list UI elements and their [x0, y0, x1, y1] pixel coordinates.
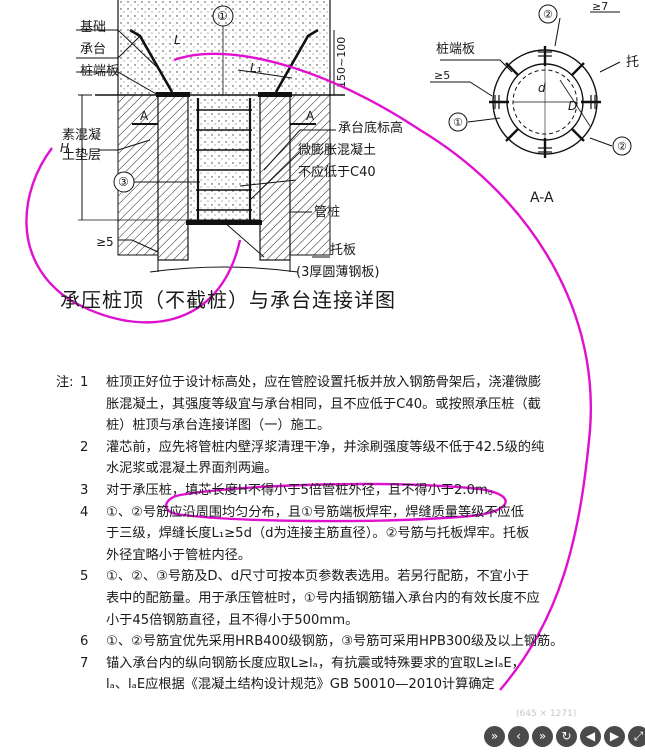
label-min-grade: 不应低于C40: [298, 164, 376, 180]
note-item: 7 锚入承台内的纵向钢筋长度应取L≥lₐ，有抗震或特殊要求的宜取L≥lₐE， l…: [80, 653, 600, 696]
label-ge7: ≥7: [592, 0, 608, 13]
section-a-a: ② ① ② ≥7 桩端板 ≥5 托 d D A-A: [430, 0, 639, 206]
note-number: 5: [80, 569, 89, 585]
note-item: 5 ①、②、③号筋及D、d尺寸可按本页参数表选用。若另行配筋，不宜小于 表中的配…: [80, 566, 600, 631]
label-circle1: ①: [217, 9, 228, 23]
note-item: 1 桩顶正好位于设计标高处，应在管腔设置托板并放入钢筋骨架后，浇灌微膨 胀混凝土…: [80, 372, 600, 437]
label-right-pile-end-plate: 桩端板: [436, 42, 475, 57]
note-line: 锚入承台内的纵向钢筋长度应取L≥lₐ，有抗震或特殊要求的宜取L≥lₐE，: [106, 655, 525, 671]
note-item: 6 ①、②号筋宜优先采用HRB400级钢筋，③号筋可采用HPB300级及以上钢筋…: [80, 631, 600, 653]
note-line: ①、②、③号筋及D、d尺寸可按本页参数表选用。若另行配筋，不宜小于: [106, 569, 530, 585]
cap-concrete: [118, 0, 330, 95]
rotate-icon[interactable]: ↻: [556, 726, 577, 747]
label-right-circle2-right: ②: [617, 140, 627, 153]
note-line: 于三级，焊缝长度L₁≥5d（d为连接主筋直径）。②号筋与托板焊牢。托板: [106, 526, 530, 542]
note-number: 1: [80, 375, 89, 390]
label-support-plate: 托板: [330, 243, 356, 258]
note-item: 3 对于承压桩，填芯长度H不得小于5倍管桩外径，且不得小于2.0m。: [80, 480, 600, 502]
label-right-circle1: ①: [453, 116, 463, 129]
note-line: 桩顶正好位于设计标高处，应在管腔设置托板并放入钢筋骨架后，浇灌微膨: [106, 375, 542, 390]
note-number: 6: [80, 634, 89, 650]
note-number: 7: [80, 655, 89, 671]
label-right-support: 托: [626, 55, 639, 70]
note-line: 小于45倍钢筋直径，且不得小于500mm。: [106, 612, 359, 628]
note-number: 3: [80, 482, 89, 498]
note-line: 胀混凝土，其强度等级宜与承台相同，且不应低于C40。或按照承压桩（截: [106, 396, 541, 412]
label-D: D: [568, 99, 577, 113]
core-fill: [187, 94, 261, 221]
label-H: H: [60, 141, 69, 155]
image-size-watermark: (645 × 1271): [516, 709, 577, 719]
expand-icon[interactable]: ⤢: [628, 726, 645, 747]
magenta-annotation: [25, 52, 593, 691]
label-pipe-pile: 管桩: [314, 205, 340, 220]
label-ge5-bottom: ≥5: [96, 235, 114, 249]
label-section-A-right: A: [306, 109, 315, 123]
pile-wall-left: [157, 94, 189, 261]
label-section-aa: A-A: [530, 190, 554, 206]
annotation-highlight-note3: [165, 482, 507, 523]
previous-icon[interactable]: ‹: [508, 726, 529, 747]
annotation-curve-left: [25, 147, 242, 324]
label-plain-concrete: 素混凝: [62, 127, 101, 143]
label-circle3: ③: [118, 175, 129, 189]
label-pile-end-plate: 桩端板: [80, 64, 119, 79]
annotation-curve-right: [173, 52, 593, 691]
note-line: lₐ、lₐE应根据《混凝土结构设计规范》GB 50010—2010计算确定: [106, 677, 495, 693]
note-line: 对于承压桩，填芯长度H不得小于5倍管桩外径，且不得小于2.0m。: [106, 482, 501, 498]
fast-forward-icon[interactable]: »: [484, 726, 505, 747]
note-item: 4 ①、②号筋应沿周围均匀分布，且①号筋端板焊牢，焊缝质量等级不应低 于三级，焊…: [80, 502, 600, 567]
label-150-100: 150~100: [335, 37, 348, 88]
label-right-circle2-top: ②: [543, 8, 553, 21]
label-cap: 承台: [80, 42, 106, 57]
notes-list: 1 桩顶正好位于设计标高处，应在管腔设置托板并放入钢筋骨架后，浇灌微膨 胀混凝土…: [80, 372, 600, 696]
play-icon[interactable]: ▶: [604, 726, 625, 747]
notes-prefix: 注:: [56, 375, 74, 390]
note-line: 水泥浆或混凝土界面剂两遍。: [106, 461, 278, 477]
label-d: d: [538, 81, 546, 95]
viewer-toolbar: » ‹ » ↻ ◀ ▶ ⤢ ⛶: [484, 726, 645, 750]
end-plate-left: [156, 92, 190, 97]
note-line: ①、②号筋宜优先采用HRB400级钢筋，③号筋可采用HPB300级及以上钢筋。: [106, 634, 564, 650]
note-number: 2: [80, 439, 89, 455]
note-line: 表中的配筋量。用于承压管桩时，①号内插钢筋锚入承台内的有效长度不应: [106, 590, 540, 606]
rebar-1-right: [274, 28, 319, 93]
label-cushion: 土垫层: [62, 147, 101, 163]
note-line: 灌芯前，应先将管桩内壁浮浆清理干净，并涂刷强度等级不低于42.5级的纯: [106, 439, 545, 455]
label-cap-bottom: 承台底标高: [338, 120, 403, 136]
back-icon[interactable]: ◀: [580, 726, 601, 747]
end-plate-right: [258, 92, 292, 97]
note-line: 桩）桩顶与承台连接详图（一）施工。: [106, 418, 331, 434]
label-thin-plate: (3厚圆薄钢板): [296, 265, 379, 280]
label-L: L: [174, 33, 181, 47]
pile-wall-right: [259, 94, 291, 261]
label-section-A-left: A: [140, 109, 149, 123]
note-number: 4: [80, 504, 89, 520]
label-right-ge5: ≥5: [434, 69, 450, 82]
note-item: 2 灌芯前，应先将管桩内壁浮浆清理干净，并涂刷强度等级不低于42.5级的纯 水泥…: [80, 437, 600, 480]
label-L1: L₁: [250, 61, 262, 75]
next-icon[interactable]: »: [532, 726, 553, 747]
note-line: ①、②号筋应沿周围均匀分布，且①号筋端板焊牢，焊缝质量等级不应低: [106, 504, 524, 520]
label-micro-expansive: 微膨胀混凝土: [298, 142, 376, 158]
note-line: 外径宜略小于管桩内径。: [106, 547, 252, 563]
diagram-title: 承压桩顶（不截桩）与承台连接详图: [60, 288, 396, 312]
label-foundation: 基础: [80, 20, 106, 35]
